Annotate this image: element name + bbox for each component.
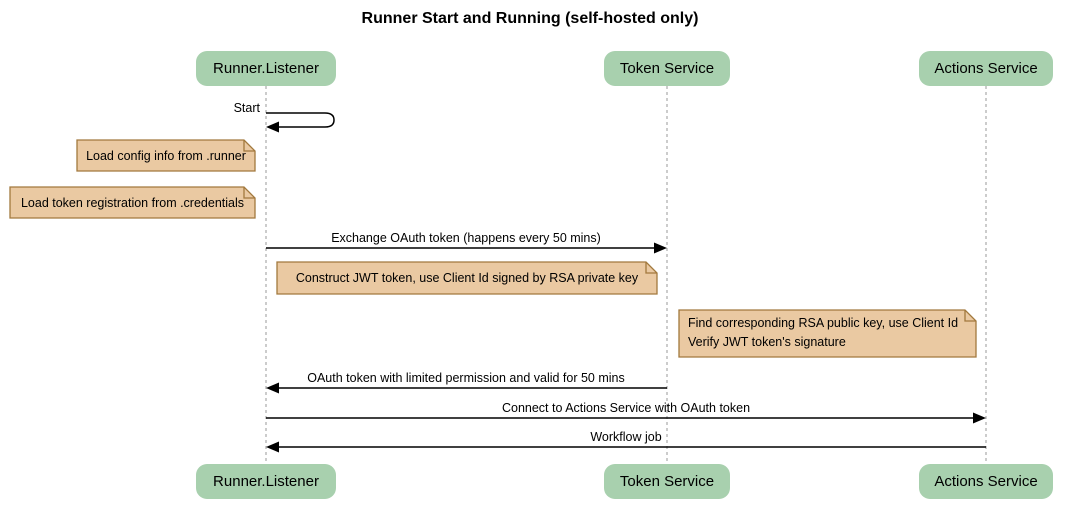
note-verify-jwt-line-2: Verify JWT token's signature	[688, 335, 846, 349]
note-fold-icon	[645, 262, 657, 274]
participant-actions-service-bottom: Actions Service	[919, 464, 1053, 499]
note-load-credentials-text: Load token registration from .credential…	[20, 195, 245, 210]
message-exchange-oauth-label: Exchange OAuth token (happens every 50 m…	[331, 231, 601, 245]
note-fold-icon	[243, 187, 255, 199]
note-fold-icon	[243, 140, 255, 152]
diagram-title: Runner Start and Running (self-hosted on…	[361, 10, 699, 27]
arrowhead-left-icon	[266, 382, 279, 394]
note-verify-jwt-text: Find corresponding RSA public key, use C…	[688, 314, 970, 352]
note-construct-jwt-text: Construct JWT token, use Client Id signe…	[295, 271, 639, 285]
arrowhead-left-icon	[266, 121, 279, 133]
participant-actions-service-top: Actions Service	[919, 51, 1053, 86]
note-load-credentials-shape	[9, 186, 256, 219]
message-start-label: Start	[233, 101, 260, 115]
note-construct-jwt-shape	[276, 261, 658, 295]
arrowhead-right-icon	[654, 242, 667, 254]
note-load-config-text: Load config info from .runner	[86, 148, 246, 163]
note-verify-jwt-shape	[678, 309, 977, 358]
arrowhead-right-icon	[973, 412, 986, 424]
arrowhead-left-icon	[266, 441, 279, 453]
note-verify-jwt-line-1: Find corresponding RSA public key, use C…	[688, 316, 959, 330]
note-load-config-shape	[76, 139, 256, 172]
message-connect-label: Connect to Actions Service with OAuth to…	[501, 401, 751, 415]
participant-token-service-bottom: Token Service	[604, 464, 730, 499]
participant-runner-listener-top: Runner.Listener	[196, 51, 336, 86]
message-oauth-return-label: OAuth token with limited permission and …	[307, 371, 625, 385]
message-start-arrow	[266, 112, 335, 128]
note-fold-icon	[964, 310, 976, 322]
participant-runner-listener-bottom: Runner.Listener	[196, 464, 336, 499]
message-workflow-job-label: Workflow job	[590, 430, 662, 444]
participant-token-service-top: Token Service	[604, 51, 730, 86]
